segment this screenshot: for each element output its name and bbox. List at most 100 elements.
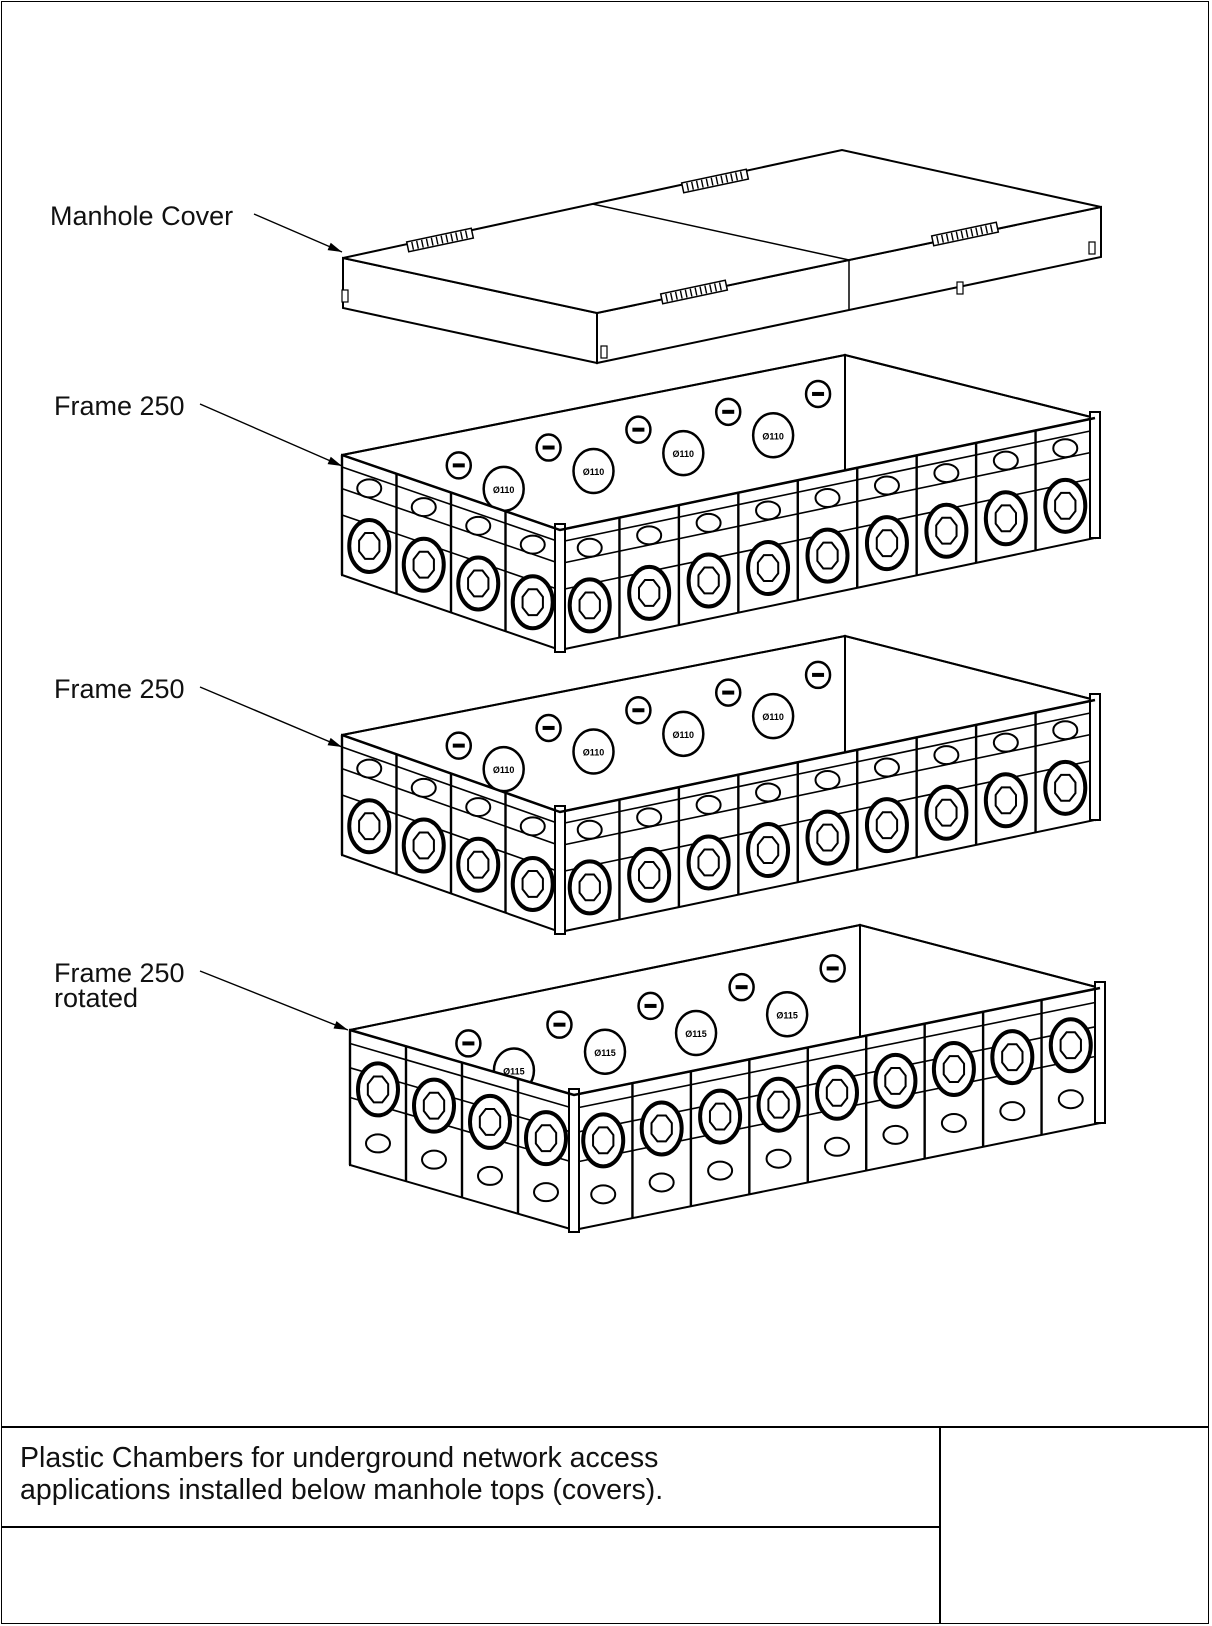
frame-small-port [1052, 438, 1079, 459]
frame-knockout-label: Ø110 [493, 485, 515, 495]
frame-knockout-mark [722, 690, 735, 695]
frame-knockout-mark [722, 409, 735, 414]
frame-small-port [1052, 720, 1079, 741]
frame-port [1043, 759, 1088, 816]
frame-small-port [755, 500, 782, 521]
frame-port [746, 540, 791, 597]
frame-small-port [824, 1136, 850, 1157]
frame-port [983, 772, 1028, 829]
frame-port [805, 527, 850, 584]
label-manhole-cover: Manhole Cover [50, 201, 234, 231]
frame-small-port [477, 1165, 503, 1186]
label-frame-250-rotated-line2: rotated [54, 983, 139, 1013]
frame-corner-post [1094, 981, 1106, 1124]
frame-port [686, 834, 731, 891]
frame-port-seal [875, 529, 899, 558]
frame-small-port [465, 797, 492, 818]
frame-knockout [572, 728, 615, 775]
frame-small-port [356, 478, 383, 499]
frame-port-seal [578, 873, 601, 902]
frame-port-seal [358, 812, 381, 841]
frame-knockout-label: Ø110 [583, 467, 605, 477]
frame-small-port [519, 816, 546, 837]
frame-port [698, 1088, 743, 1145]
frame-small-port [533, 1182, 559, 1203]
frame-port [468, 1093, 512, 1150]
frame-port [639, 1100, 684, 1157]
frame-knockout [751, 412, 795, 459]
frame-small-port [636, 807, 663, 828]
frame-knockout-label: Ø115 [685, 1029, 707, 1039]
title-block-divider-horizontal [1, 1526, 940, 1528]
frame-band [559, 429, 1096, 543]
frame-knockout-mark [735, 985, 748, 990]
cover-latch [1088, 241, 1096, 255]
frame-port [931, 1041, 976, 1098]
frame-small-port [1057, 1089, 1084, 1110]
frame-corner-post [1089, 693, 1101, 821]
frame-knockout-mark [632, 708, 645, 713]
title-block-divider-vertical [939, 1426, 941, 1624]
frame-knockout-mark [542, 725, 555, 730]
frame-port-seal [816, 823, 839, 852]
frame-small-port [421, 1149, 447, 1170]
frame-knockout-label: Ø110 [493, 765, 515, 775]
frame-port [873, 1052, 918, 1109]
frame-knockout-mark [644, 1003, 657, 1008]
frame-port-seal [366, 1075, 390, 1104]
frame-port-seal [467, 850, 490, 879]
cover-top-face [342, 148, 1102, 315]
frame-small-port [695, 794, 722, 815]
frame-port-seal [1054, 773, 1077, 802]
frame-small-port [940, 1113, 967, 1134]
frame-port [864, 515, 909, 572]
cover-split-line [592, 203, 850, 261]
frame-knockout-label: Ø110 [583, 748, 605, 758]
frame-port-seal [521, 870, 544, 898]
frame-port-seal [697, 566, 720, 595]
frame-port [924, 502, 969, 559]
leader-arrowhead [333, 1021, 348, 1030]
frame-port [756, 1076, 801, 1133]
frame-corner-post [554, 805, 566, 935]
frame-rim-front [341, 416, 1096, 532]
frame-port [627, 846, 672, 903]
leader-line [199, 686, 343, 748]
frame-port [983, 490, 1028, 547]
frame-rim-front [349, 986, 1101, 1097]
frame-port [627, 564, 672, 621]
frame-port-seal [578, 591, 601, 620]
frame-port [746, 822, 791, 879]
leader-line [253, 213, 343, 253]
frame-port-seal [650, 1114, 673, 1143]
frame-small-port [365, 1133, 391, 1154]
frame-port-seal [994, 504, 1017, 533]
frame-small-port [590, 1184, 617, 1205]
cover-lifting-slot [930, 221, 1000, 247]
frame-small-port [648, 1172, 675, 1193]
frame-small-port [873, 475, 900, 496]
title-block [1, 1426, 1209, 1624]
label-frame-250-rotated: Frame 250 rotated [54, 958, 185, 1013]
frame-knockout-label: Ø110 [762, 431, 784, 441]
frame-port-seal [875, 811, 899, 840]
frame-port [401, 817, 446, 874]
frame-small-port [410, 777, 437, 798]
label-frame-250-rotated-line1: Frame 250 [54, 958, 185, 988]
leader-arrowhead [327, 456, 342, 466]
caption-line-1: Plastic Chambers for underground network… [20, 1442, 659, 1474]
frame-port [510, 574, 555, 631]
leader-lines [199, 213, 349, 1031]
frame-port-seal [1001, 1043, 1024, 1072]
frame-port-seal [884, 1066, 907, 1095]
frame-small-port [814, 770, 841, 790]
frame-port [456, 836, 501, 893]
frame-port-seal [412, 550, 435, 579]
label-frame-250-top: Frame 250 [54, 391, 185, 421]
frame-port-seal [816, 541, 839, 570]
frame-port-seal [412, 831, 435, 860]
frame-port [1048, 1017, 1093, 1074]
frame-small-port [410, 497, 437, 518]
frame-knockout [662, 710, 705, 758]
